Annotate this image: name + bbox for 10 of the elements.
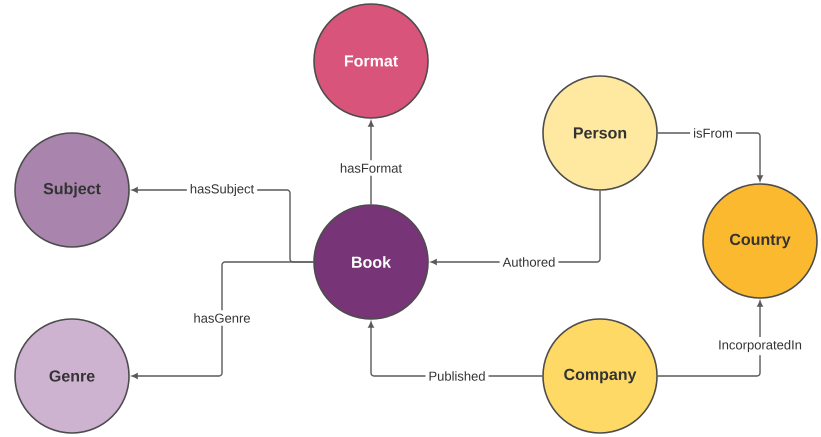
arrow: [658, 300, 763, 377]
edge-label: Authored: [500, 254, 558, 270]
edge-label: hasFormat: [336, 160, 406, 176]
edge-label: hasGenre: [190, 310, 254, 326]
edge-label: Published: [425, 368, 489, 384]
edge-label: hasSubject: [186, 180, 258, 200]
arrow: [132, 261, 314, 379]
edge-label: isFrom: [690, 125, 736, 141]
arrow: [368, 120, 374, 204]
edge-label: IncorporatedIn: [715, 336, 805, 356]
